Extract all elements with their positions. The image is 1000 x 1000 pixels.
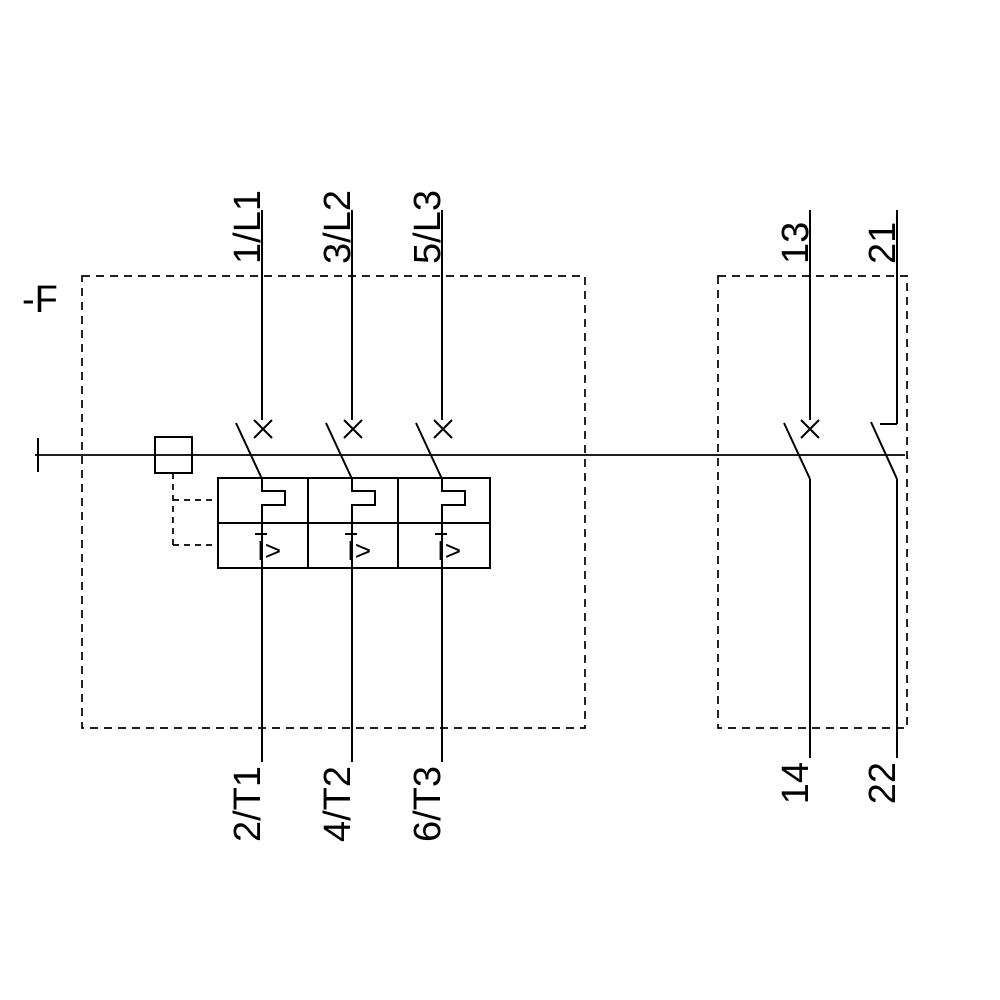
magnetic-release-icon	[261, 478, 286, 523]
breaker-function-icon	[800, 419, 820, 439]
aux-device-frame	[717, 275, 908, 729]
release-block	[217, 477, 491, 569]
overload-release-symbol: I>	[347, 535, 371, 566]
breaker-function-icon	[253, 419, 273, 439]
contact-arm	[870, 421, 898, 480]
terminal-label-bottom: 4/T2	[317, 766, 359, 842]
contact-arm	[235, 422, 263, 480]
pole-2: 3/L2 I> 4/T2	[317, 190, 376, 842]
breaker-function-icon	[433, 419, 453, 439]
magnetic-release-icon	[351, 478, 376, 523]
terminal-label-bottom: 2/T1	[227, 766, 269, 842]
overload-release-symbol: I>	[257, 535, 281, 566]
overload-release-symbol: I>	[437, 535, 461, 566]
mechanical-linkage	[35, 436, 905, 546]
magnetic-release-icon	[441, 478, 466, 523]
contact-arm	[325, 422, 353, 480]
contact-arm	[783, 422, 811, 480]
contact-arm	[415, 422, 443, 480]
aux-contact-21-22: 21 22	[862, 210, 904, 804]
terminal-label-bottom: 22	[862, 762, 904, 804]
breaker-function-icon	[343, 419, 363, 439]
aux-contact-13-14: 13 14	[775, 210, 820, 804]
terminal-label-bottom: 14	[775, 762, 817, 804]
pole-1: 1/L1 I> 2/T1	[227, 190, 286, 842]
main-device-frame	[81, 275, 586, 729]
pole-3: 5/L3 I> 6/T3	[407, 190, 466, 842]
device-label: -F	[22, 279, 58, 321]
terminal-label-bottom: 6/T3	[407, 766, 449, 842]
